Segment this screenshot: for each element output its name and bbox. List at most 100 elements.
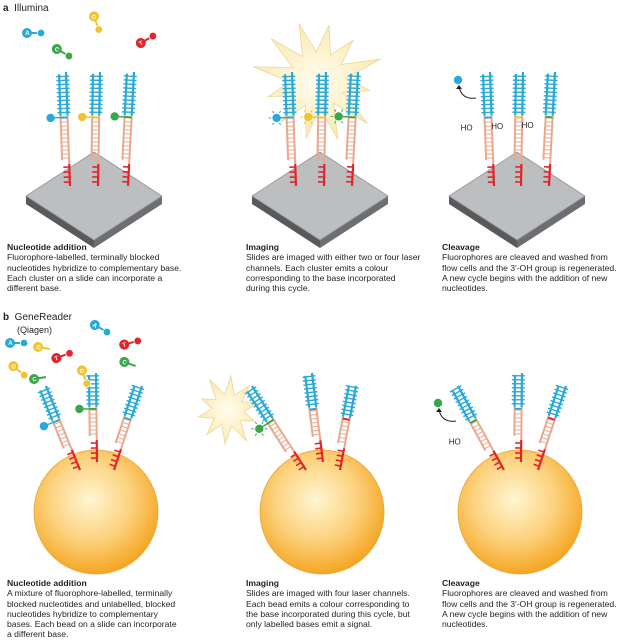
strand-rung [340, 428, 348, 432]
primer-rung [122, 99, 136, 102]
incorporated-base [547, 416, 556, 421]
release-arrow [458, 86, 477, 99]
primer-rung [125, 403, 138, 410]
anchor-rung [335, 459, 342, 462]
emission-ray [303, 121, 306, 125]
extending-strand [51, 420, 65, 449]
hydroxyl-label: HO [449, 438, 461, 447]
bead [457, 449, 583, 575]
primer-rung [344, 392, 358, 397]
light-burst [253, 23, 381, 140]
primer-rung [543, 107, 557, 110]
caption-a-imaging: Imaging Slides are imaged with either tw… [246, 242, 421, 293]
cleaved-fluorophore [453, 75, 477, 99]
anchor-rung [72, 465, 79, 470]
anchor-rung [494, 461, 501, 466]
primer-rung [122, 91, 136, 94]
strand-rung [280, 439, 287, 444]
primer-rung [542, 111, 556, 114]
emission-ray [272, 122, 275, 126]
nucleotide-base [135, 38, 146, 48]
primer-rung [347, 83, 361, 86]
primer-rung [346, 91, 360, 94]
nucleotide-fluorophore [133, 336, 142, 346]
primer-rung [123, 75, 137, 78]
anchor-rung [290, 453, 297, 458]
panel-b-label: b GeneReader [3, 312, 72, 323]
primer-backbone-right [44, 385, 60, 419]
anchor-rung [534, 458, 542, 463]
anchor-rung [109, 463, 116, 467]
emission-ray [340, 120, 344, 124]
strand-rung [341, 424, 349, 428]
anchor-rung [295, 461, 302, 467]
dna-cluster-strand [110, 71, 137, 187]
anchor-rung [336, 454, 343, 458]
emission-ray [278, 110, 282, 114]
strand-rung [116, 440, 124, 444]
strand-rung [56, 428, 64, 433]
primer-rung [127, 396, 141, 402]
dna-cluster-strand [46, 71, 72, 187]
dna-cluster-strand [480, 71, 496, 187]
extending-strand [90, 115, 94, 160]
nucleotide-fluorophore [19, 338, 29, 348]
primer-rung [549, 403, 562, 410]
free-nucleotide: C [29, 374, 47, 385]
slides-layer [25, 151, 586, 575]
flow-cell-slide [448, 151, 586, 248]
free-nucleotide: C [119, 356, 136, 367]
primer-rung [304, 390, 318, 394]
fluorophore [46, 113, 55, 123]
strand-rung [312, 429, 320, 432]
hydroxyl-label: HO [522, 121, 534, 130]
strand-rung [476, 430, 484, 436]
primer-rung [459, 402, 472, 411]
strand-rung [480, 437, 487, 443]
nucleotide-base [119, 356, 130, 367]
nucleotide-letter: G [77, 368, 84, 375]
extending-strand [285, 115, 290, 161]
primer-rung [455, 395, 468, 404]
primer-rung [555, 384, 569, 391]
free-nucleotide: G [76, 365, 91, 388]
strand-rung [122, 421, 130, 425]
nucleotide-letter: A [91, 323, 98, 331]
primer-rung [347, 87, 361, 90]
free-nucleotide: T [135, 31, 158, 48]
strand-rung [309, 409, 317, 412]
strand-rung [284, 446, 292, 451]
primer-rung [303, 386, 317, 390]
strand-rung [540, 440, 548, 444]
free-nucleotide: G [33, 341, 51, 352]
strand-anchor [112, 448, 123, 471]
extending-strand [308, 407, 314, 438]
extending-strand [538, 415, 550, 444]
fluorophore [272, 113, 281, 123]
primer-rung [342, 404, 356, 409]
emission-ray [340, 109, 344, 112]
emission-ray [261, 433, 264, 436]
emission-ray [254, 433, 257, 436]
primer-rung [253, 399, 266, 408]
dna-cluster-strand [302, 372, 325, 463]
anchor-rung [67, 451, 74, 456]
anchor-rung [110, 458, 118, 463]
primer-rung [244, 386, 257, 395]
strand-rung [276, 432, 283, 438]
strand-rung [478, 434, 486, 439]
primer-rung [302, 374, 316, 378]
primer-rung [246, 389, 259, 398]
strand-rung [542, 433, 550, 437]
caption-a-cleavage: Cleavage Fluorophores are cleaved and wa… [442, 242, 617, 293]
primer-rung [346, 107, 360, 110]
anchor-rung [112, 454, 119, 458]
panel-a-title: Illumina [14, 3, 49, 14]
bead [259, 449, 385, 575]
caption-b-cleavage: Cleavage Fluorophores are cleaved and wa… [442, 578, 617, 629]
dna-cluster-strand [268, 71, 298, 187]
slide-side-right [517, 196, 585, 248]
nucleotide-base [76, 365, 87, 376]
extending-strand [114, 415, 126, 444]
